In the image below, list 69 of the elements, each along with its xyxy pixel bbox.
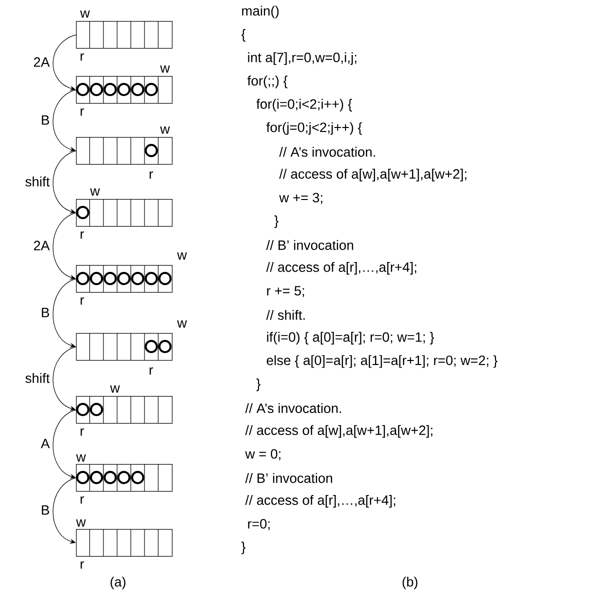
code-line: int a[7],r=0,w=0,i,j; <box>248 52 356 65</box>
panel-caption: (a) <box>110 576 126 590</box>
pointer-label: w <box>80 10 90 18</box>
curved-arrow <box>52 90 76 152</box>
edge-label: 2A <box>34 57 50 67</box>
edge-label: A <box>40 438 50 448</box>
code-line: // A’s invocation. <box>245 403 341 414</box>
code-line: // B’ invocation <box>245 473 332 483</box>
curved-arrow <box>52 478 76 544</box>
code-line: // A’s invocation. <box>279 146 375 157</box>
pointer-label: r <box>80 496 84 504</box>
edge-label: shift <box>25 373 50 383</box>
code-line: if(i=0) { a[0]=a[r]; r=0; w=1; } <box>267 332 434 344</box>
curved-arrow <box>52 278 76 348</box>
memory-array <box>76 528 172 557</box>
pointer-label: w <box>160 65 170 73</box>
code-line: r=0; <box>248 519 270 530</box>
pointer-label: w <box>110 385 120 393</box>
code-line: r += 5; <box>267 286 304 298</box>
curved-arrow <box>52 34 76 91</box>
code-line: w += 3; <box>279 192 322 204</box>
memory-array <box>76 136 172 165</box>
memory-array <box>76 198 172 227</box>
code-line: // access of a[w],a[w+1],a[w+2]; <box>245 425 432 438</box>
code-line: for(i=0;i<2;i++) { <box>256 98 352 112</box>
curved-arrow <box>52 150 76 214</box>
memory-array <box>76 464 172 492</box>
code-line: else { a[0]=a[r]; a[1]=a[r+1]; r=0; w=2; } <box>266 355 498 368</box>
code-line: // access of a[r],…,a[r+4]; <box>266 262 416 275</box>
curved-arrow <box>52 346 76 411</box>
panel-caption: (b) <box>402 576 418 590</box>
pointer-label: r <box>80 231 84 239</box>
pointer-label: r <box>80 53 84 61</box>
memory-array <box>76 332 172 361</box>
code-line: // shift. <box>266 310 305 320</box>
code-line: for(j=0;j<2;j++) { <box>266 122 362 135</box>
curved-arrow <box>52 410 76 479</box>
edge-label: 2A <box>34 240 50 250</box>
code-line: } <box>256 378 260 392</box>
code-line: // B’ invocation <box>266 240 354 250</box>
pointer-label: w <box>160 126 170 134</box>
code-line: } <box>241 542 246 554</box>
edge-label: B <box>42 115 50 125</box>
pointer-label: r <box>150 171 154 179</box>
pointer-label: w <box>177 252 187 260</box>
edge-label: B <box>42 505 50 515</box>
pointer-label: r <box>80 561 84 569</box>
pointer-label: r <box>80 108 84 116</box>
pointer-label: r <box>150 367 154 375</box>
pointer-label: r <box>80 297 84 305</box>
pointer-label: w <box>76 454 86 462</box>
pointer-label: w <box>90 188 100 196</box>
pointer-label: w <box>76 519 86 527</box>
edge-label: shift <box>25 176 50 186</box>
code-line: // access of a[w],a[w+1],a[w+2]; <box>279 168 466 182</box>
edge-label: B <box>42 308 50 318</box>
memory-array <box>76 264 172 293</box>
pointer-label: w <box>177 320 187 328</box>
code-line: } <box>274 215 278 228</box>
memory-array <box>76 396 172 424</box>
memory-array <box>76 20 172 49</box>
code-line: for(;;) { <box>247 76 288 88</box>
code-line: main() <box>242 6 279 18</box>
pointer-label: r <box>80 428 84 436</box>
memory-array <box>76 76 172 104</box>
curved-arrow <box>52 212 76 280</box>
code-line: { <box>241 29 246 42</box>
code-line: w = 0; <box>245 449 280 460</box>
code-line: // access of a[r],…,a[r+4]; <box>245 495 396 508</box>
